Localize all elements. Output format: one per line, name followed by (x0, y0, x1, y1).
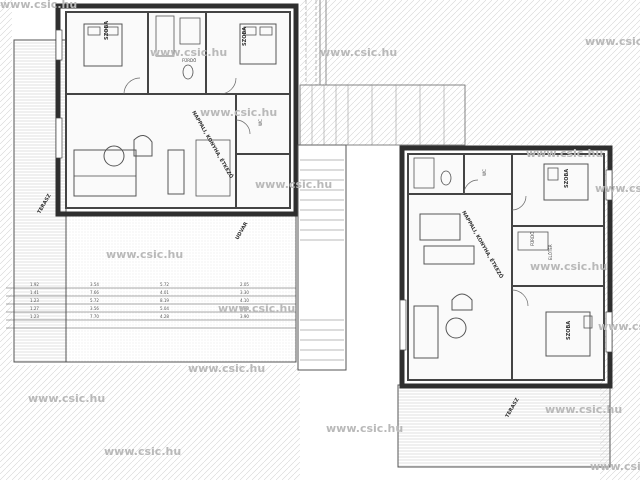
svg-text:5.72: 5.72 (160, 282, 169, 287)
dimension-row-4: 1.27 3.56 5.04 2.83 (30, 306, 249, 311)
svg-text:1.41: 1.41 (30, 290, 39, 295)
dimension-row-1: 1.92 3.54 5.72 2.05 (30, 282, 249, 287)
west-building-outline (55, 3, 299, 217)
central-corridor (297, 0, 466, 371)
svg-text:5.72: 5.72 (90, 298, 99, 303)
central-stair (300, 159, 344, 361)
watermark: www.csic.hu (104, 445, 181, 458)
east-hall-label: ELŐTÉR (548, 244, 553, 260)
watermark: www.csic.hu (326, 422, 403, 435)
east-bedroom-1-label: SZOBA (564, 169, 570, 188)
watermark: www.csic.hu (106, 248, 183, 261)
svg-text:3.56: 3.56 (90, 306, 99, 311)
east-sofa (413, 305, 439, 359)
west-yard (65, 214, 297, 363)
west-bed-1 (83, 23, 123, 67)
svg-text:5.04: 5.04 (160, 306, 169, 311)
svg-text:3.54: 3.54 (90, 282, 99, 287)
svg-text:7.70: 7.70 (90, 314, 99, 319)
east-building-outline (399, 145, 613, 389)
watermark: www.csic.hu (28, 392, 105, 405)
svg-text:2.83: 2.83 (240, 306, 249, 311)
west-bedroom-1-label: SZOBA (104, 21, 110, 40)
svg-text:7.66: 7.66 (90, 290, 99, 295)
svg-text:1.27: 1.27 (30, 306, 39, 311)
east-bath-label: FÜRDŐ (530, 232, 535, 246)
west-wc-label: WC (258, 119, 263, 126)
svg-text:3.30: 3.30 (240, 290, 249, 295)
watermark: www.csic.hu (200, 106, 277, 119)
svg-text:2.05: 2.05 (240, 282, 249, 287)
east-bed-2 (545, 311, 591, 357)
east-terrace-deck (397, 384, 611, 468)
svg-text:1.23: 1.23 (30, 314, 39, 319)
watermark: www.csic.hu (595, 182, 640, 195)
svg-text:1.23: 1.23 (30, 298, 39, 303)
dimension-lines (6, 287, 296, 329)
svg-text:3.90: 3.90 (240, 314, 249, 319)
watermark: www.csic.hu (585, 35, 640, 48)
svg-text:8.19: 8.19 (160, 298, 169, 303)
west-coffee-table (103, 145, 125, 167)
watermark: www.csic.hu (526, 147, 603, 160)
west-bedroom-2-label: SZOBA (242, 27, 248, 46)
watermark: www.csic.hu (320, 46, 397, 59)
watermark: www.csic.hu (218, 302, 295, 315)
east-coffee-table (445, 317, 467, 339)
east-bed-1 (543, 163, 589, 201)
west-bed-2 (239, 23, 277, 65)
east-wc-label: WC (482, 169, 487, 176)
watermark: www.csic.hu (545, 403, 622, 416)
svg-text:4.28: 4.28 (160, 314, 169, 319)
watermark: www.csic.hu (598, 320, 640, 333)
dimension-row-2: 1.41 7.66 4.01 3.30 (30, 290, 249, 295)
dimension-row-3: 1.23 5.72 8.19 4.10 (30, 298, 249, 303)
watermark: www.csic.hu (255, 178, 332, 191)
svg-text:1.92: 1.92 (30, 282, 39, 287)
svg-text:4.10: 4.10 (240, 298, 249, 303)
west-unit (13, 3, 299, 363)
watermark: www.csic.hu (188, 362, 265, 375)
watermark: www.csic.hu (530, 260, 607, 273)
west-bath-label: FÜRDŐ (182, 58, 196, 63)
svg-text:4.01: 4.01 (160, 290, 169, 295)
east-bedroom-2-label: SZOBA (566, 321, 572, 340)
watermark: www.csic.hu (0, 0, 77, 11)
watermark: www.csic.hu (150, 46, 227, 59)
dimension-row-5: 1.23 7.70 4.28 3.90 (30, 314, 249, 319)
east-unit (397, 145, 613, 468)
watermark: www.csic.hu (590, 460, 640, 473)
